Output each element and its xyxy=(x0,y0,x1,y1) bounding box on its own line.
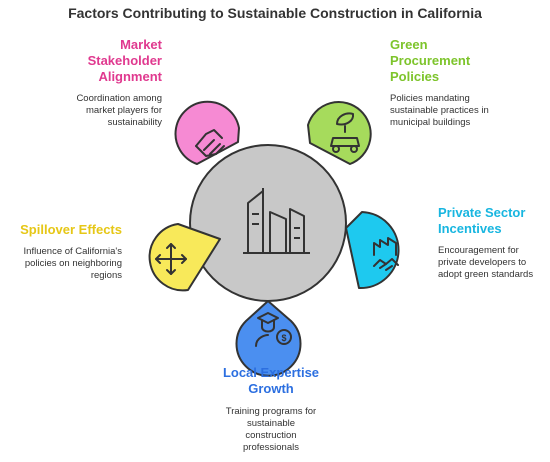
label-market: Market Stakeholder Alignment Coordinatio… xyxy=(2,37,162,129)
description-market: Coordination among market players for su… xyxy=(76,93,162,128)
factor-bubble-expertise: $ xyxy=(235,300,302,377)
description-green: Policies mandating sustainable practices… xyxy=(390,93,489,128)
description-spillover: Influence of California's policies on ne… xyxy=(23,246,122,281)
factor-bubble-spillover xyxy=(148,223,221,292)
heading-market: Market Stakeholder Alignment xyxy=(87,37,162,84)
graduate-money-icon: $ xyxy=(255,312,292,347)
heading-green: Green Procurement Policies xyxy=(390,37,471,84)
label-private: Private Sector Incentives Encouragement … xyxy=(438,205,548,281)
eco-car-icon xyxy=(330,112,360,153)
label-green: Green Procurement Policies Policies mand… xyxy=(390,37,545,129)
svg-text:$: $ xyxy=(281,333,286,343)
heading-private: Private Sector Incentives xyxy=(438,205,526,236)
heading-expertise: Local Expertise Growth xyxy=(222,365,320,396)
factor-bubble-green xyxy=(307,101,372,165)
heading-spillover: Spillover Effects xyxy=(20,222,122,237)
label-spillover: Spillover Effects Influence of Californi… xyxy=(0,222,122,282)
move-arrows-icon xyxy=(155,243,187,275)
handshake-icon xyxy=(195,129,225,157)
label-expertise: Local Expertise Growth Training programs… xyxy=(196,365,346,454)
factor-bubble-market xyxy=(174,100,240,165)
buildings-icon xyxy=(243,188,310,254)
center-circle xyxy=(189,144,347,302)
page-title: Factors Contributing to Sustainable Cons… xyxy=(68,5,482,21)
description-private: Encouragement for private developers to … xyxy=(438,245,534,280)
factor-bubble-private xyxy=(345,211,400,290)
description-expertise: Training programs for sustainable constr… xyxy=(225,406,317,453)
factory-deal-icon xyxy=(373,237,399,271)
